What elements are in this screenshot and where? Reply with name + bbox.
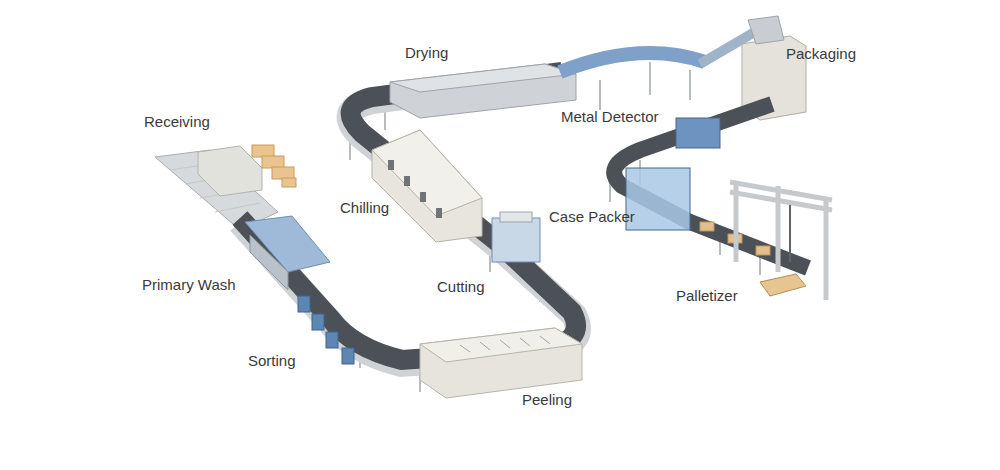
palletizer-arm xyxy=(789,205,791,262)
peeling-machine xyxy=(420,328,582,398)
part-label: Sorting xyxy=(248,352,296,370)
peeling-top xyxy=(420,328,582,362)
peeling-rollers xyxy=(460,336,550,352)
conveyor-belt-edge xyxy=(240,76,578,364)
metal-detector xyxy=(676,118,720,148)
part-label: Cutting xyxy=(437,278,485,296)
chilling-vents xyxy=(388,160,442,218)
part-label: Packaging xyxy=(786,45,856,63)
drying-machine xyxy=(390,64,576,118)
part-label: Primary Wash xyxy=(142,276,236,294)
wash-base xyxy=(250,235,288,290)
part-label: Drying xyxy=(405,44,448,62)
part-label: Receiving xyxy=(144,113,210,131)
part-label: Case Packer xyxy=(549,208,635,226)
part-label: Chilling xyxy=(340,199,389,217)
part-label: Peeling xyxy=(522,391,572,409)
case-packer xyxy=(626,168,690,230)
cutting-head xyxy=(500,212,532,222)
part-label: Palletizer xyxy=(676,287,738,305)
packaging-hopper xyxy=(748,16,784,44)
chilling-tunnel xyxy=(372,130,482,242)
crates xyxy=(252,145,296,187)
pallet xyxy=(760,274,806,296)
conveyor-belt xyxy=(240,72,576,360)
curved-conveyor xyxy=(560,53,705,72)
palletizer-frame xyxy=(730,182,832,300)
sorting-stations xyxy=(298,296,354,364)
part-label: Metal Detector xyxy=(561,108,659,126)
drying-top xyxy=(390,64,576,92)
cutting-machine xyxy=(492,218,540,262)
